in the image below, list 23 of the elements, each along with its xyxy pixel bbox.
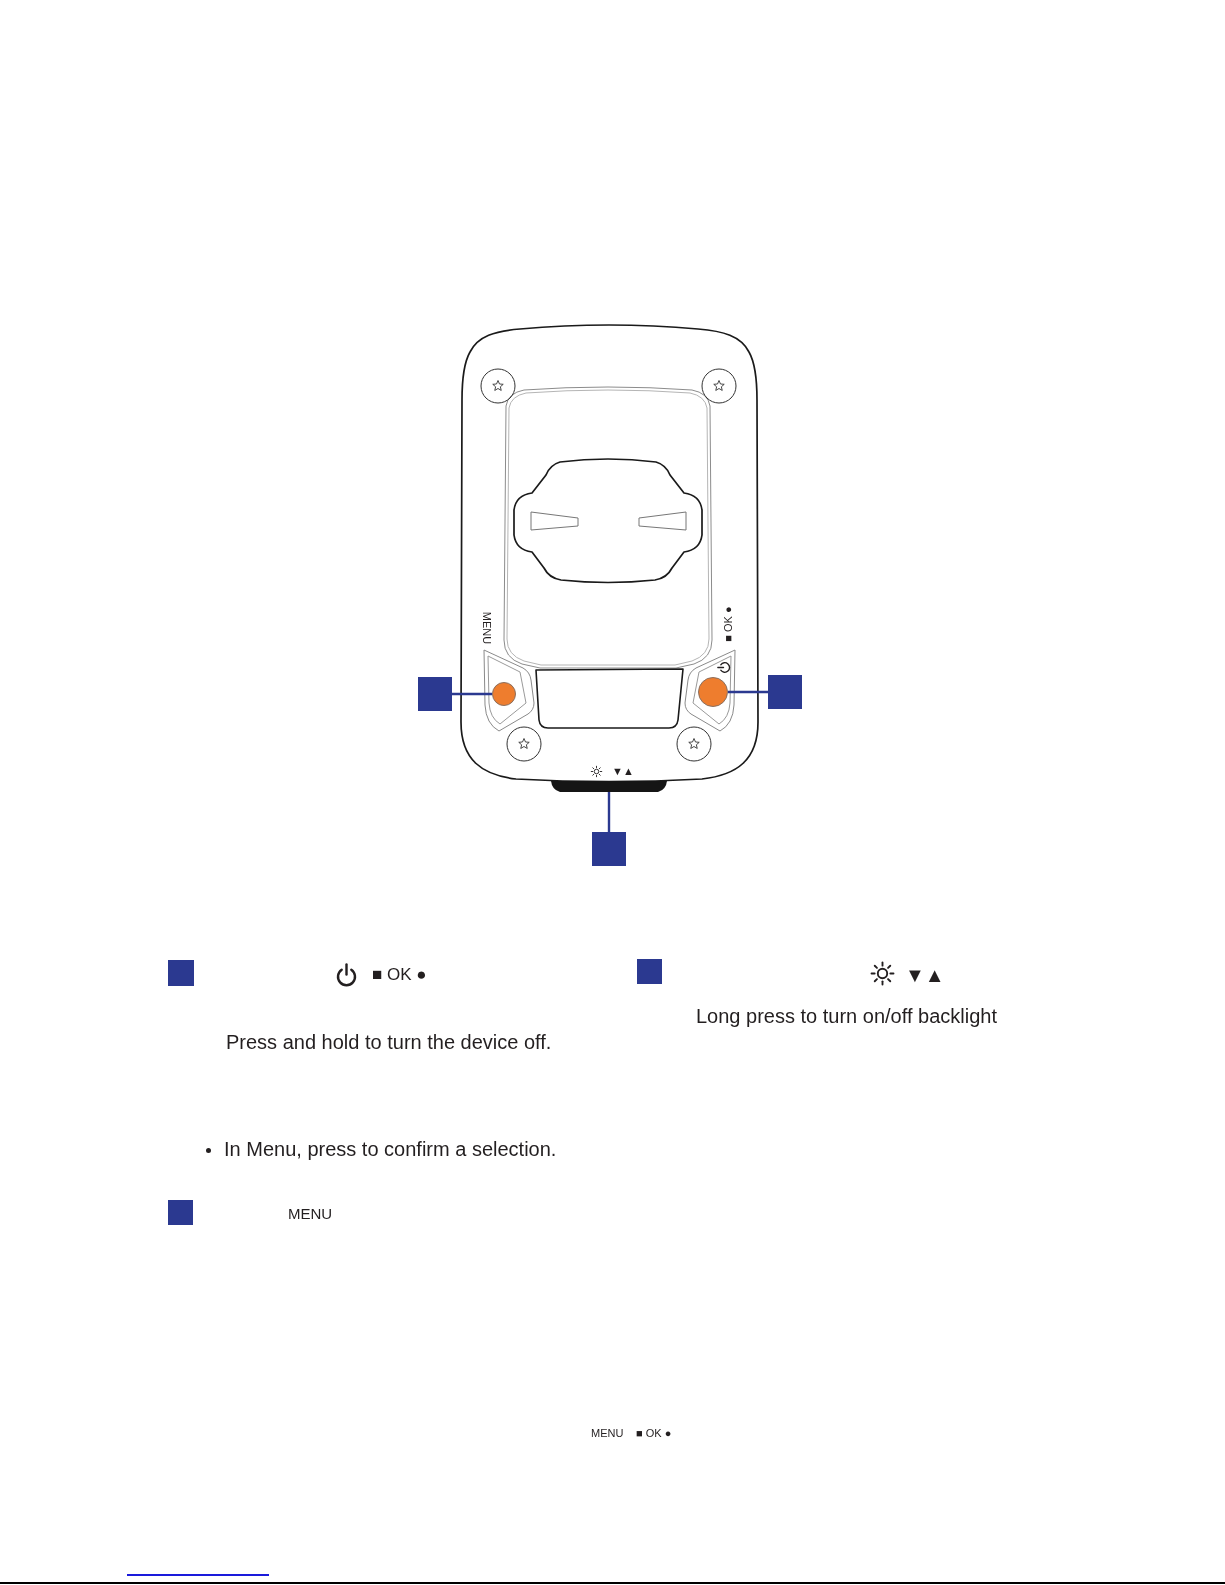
callout-marker xyxy=(168,1200,193,1225)
button-dot xyxy=(698,677,728,707)
device-key-label: ■ OK ● xyxy=(721,606,735,642)
instruction-text: In Menu, press to confirm a selection. xyxy=(224,1137,557,1161)
device-key-label: ▼▲ xyxy=(612,764,634,778)
callout-marker xyxy=(637,959,662,984)
callout-marker xyxy=(768,675,802,709)
key-label: ▼▲ xyxy=(905,963,945,987)
key-label: MENU xyxy=(591,1426,624,1440)
key-label: ■ OK ● xyxy=(636,1426,672,1440)
device-key-label: MENU xyxy=(480,611,494,645)
callout-marker xyxy=(418,677,452,711)
callout-marker xyxy=(592,832,626,866)
leader-line xyxy=(728,690,768,694)
callout-marker xyxy=(168,960,194,986)
button-dot xyxy=(492,682,516,706)
bottom-key xyxy=(551,781,667,792)
leader-line xyxy=(607,792,611,832)
leader-line xyxy=(452,692,492,696)
key-label: ■ OK ● xyxy=(372,965,427,985)
instruction-text: Long press to turn on/off backlight xyxy=(696,1004,997,1028)
key-label: MENU xyxy=(288,1205,333,1223)
instruction-text: Press and hold to turn the device off. xyxy=(226,1030,552,1054)
